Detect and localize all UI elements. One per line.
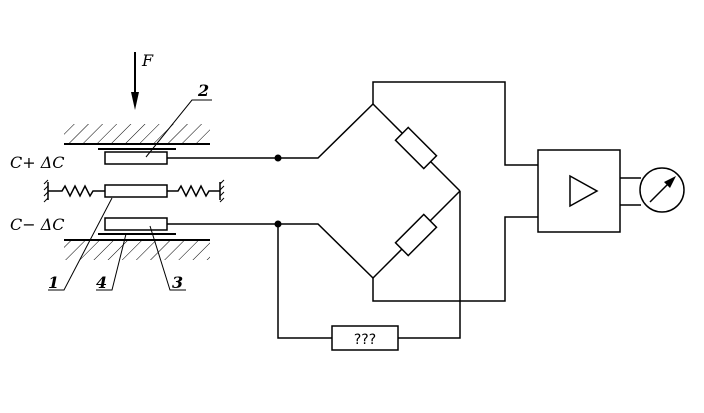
part-label-2: 2 bbox=[197, 81, 209, 100]
top-electrode bbox=[98, 148, 176, 165]
leader-lines bbox=[48, 99, 212, 291]
junction-bottom bbox=[274, 220, 282, 228]
part-label-3: 3 bbox=[172, 273, 183, 292]
junction-top bbox=[274, 154, 282, 162]
meter-wiring bbox=[620, 177, 641, 206]
force-label: F bbox=[141, 51, 154, 70]
unknown-component-label: ??? bbox=[354, 332, 376, 348]
unknown-component bbox=[331, 325, 399, 351]
part-label-1: 1 bbox=[48, 273, 59, 292]
top-fixed-plate bbox=[64, 124, 210, 145]
part-label-4: 4 bbox=[96, 273, 107, 292]
bridge-resistor-top bbox=[394, 126, 438, 170]
bottom-electrode bbox=[98, 217, 176, 235]
right-spring bbox=[167, 179, 225, 203]
left-spring bbox=[43, 179, 105, 203]
bridge-wiring bbox=[167, 81, 538, 339]
force-arrow bbox=[131, 52, 139, 110]
cap-bottom-label: C− ΔC bbox=[10, 215, 65, 234]
bridge-resistor-bottom bbox=[394, 213, 438, 257]
amplifier bbox=[537, 149, 621, 233]
meter-dial-icon bbox=[639, 167, 685, 213]
cap-top-label: C+ ΔC bbox=[10, 153, 65, 172]
moving-electrode bbox=[104, 184, 168, 198]
amplifier-triangle-icon bbox=[569, 174, 599, 208]
bottom-fixed-plate bbox=[64, 239, 210, 260]
